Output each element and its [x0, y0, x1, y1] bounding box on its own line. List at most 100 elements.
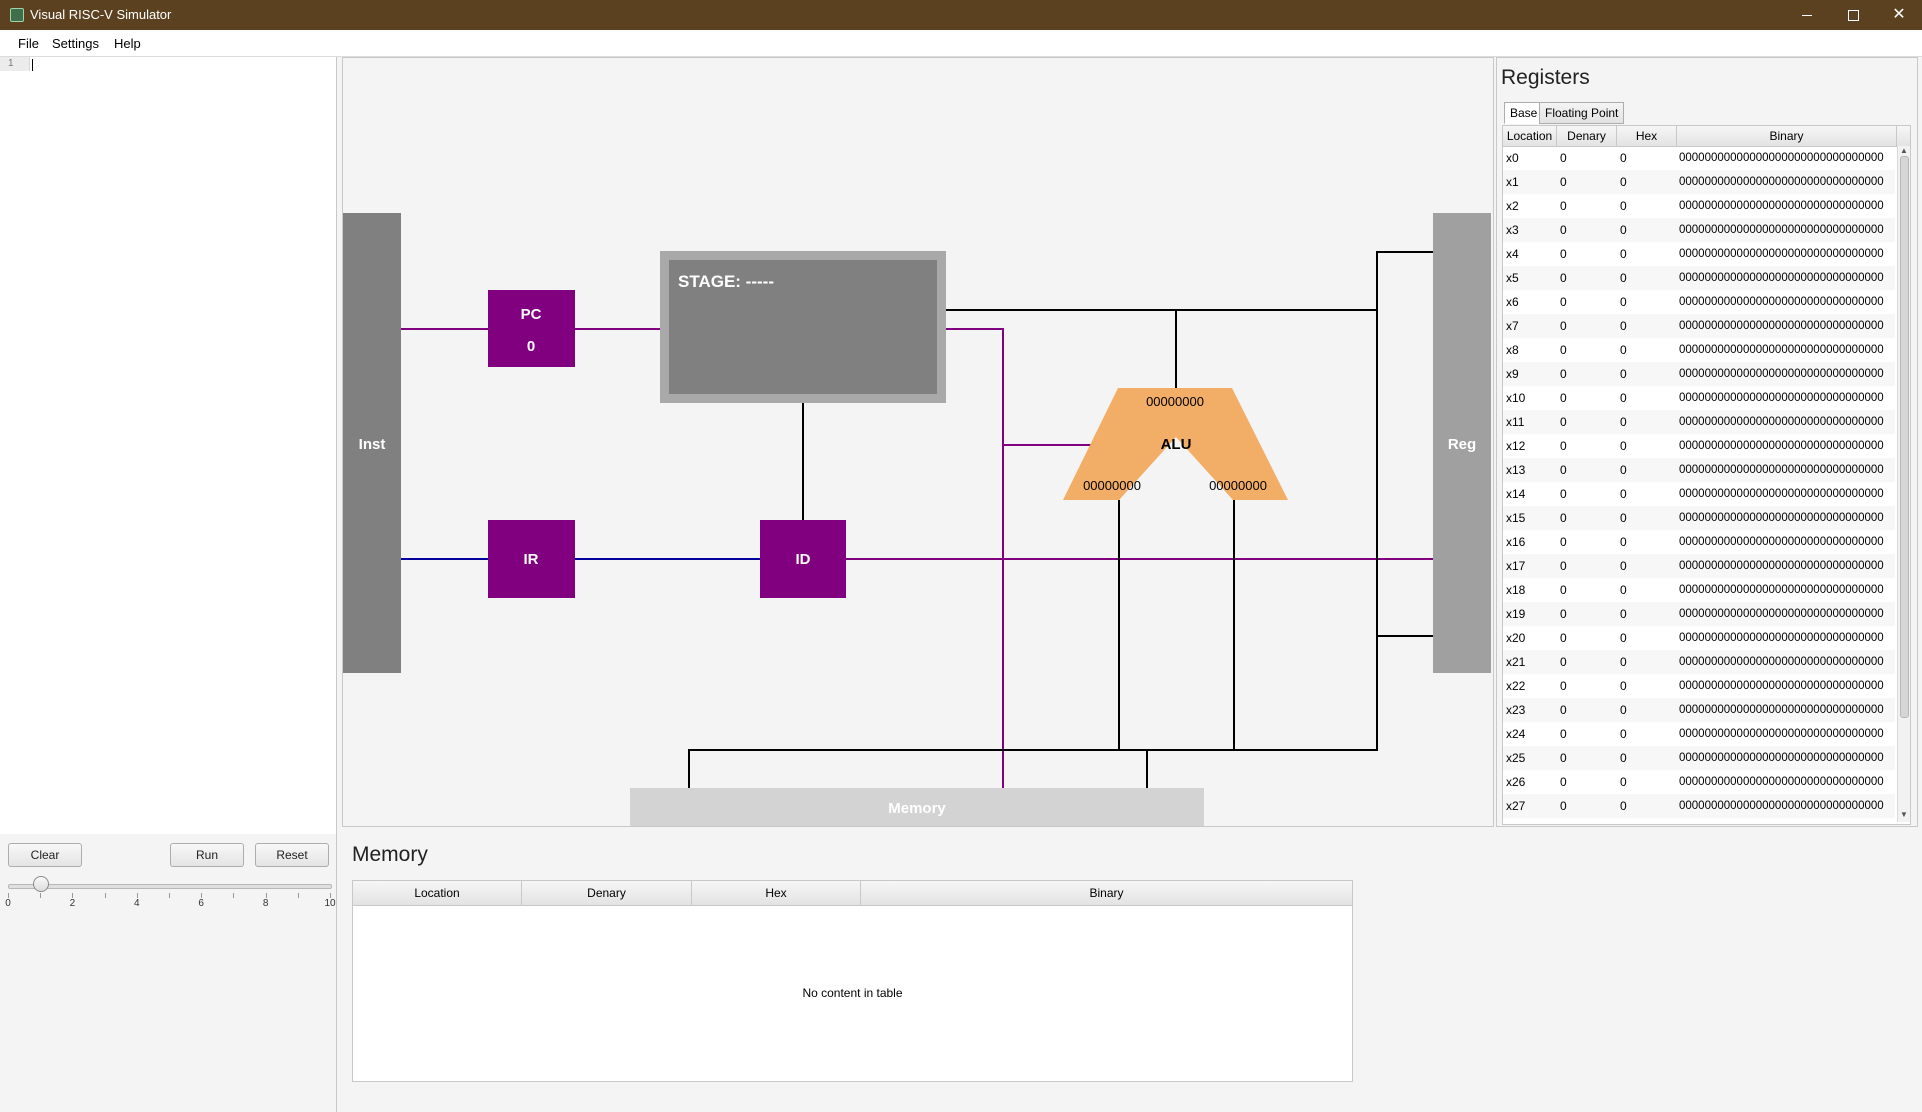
- registers-scrollbar[interactable]: ▲ ▼: [1897, 146, 1910, 822]
- register-location: x0: [1506, 151, 1519, 165]
- register-hex: 0: [1620, 775, 1627, 789]
- ir-block: [488, 520, 575, 598]
- register-binary: 00000000000000000000000000000000: [1679, 776, 1884, 788]
- register-hex: 0: [1620, 631, 1627, 645]
- maximize-button[interactable]: [1830, 0, 1876, 30]
- scroll-down-icon[interactable]: ▼: [1900, 810, 1908, 819]
- mem-col-hex[interactable]: Hex: [692, 881, 861, 905]
- register-hex: 0: [1620, 223, 1627, 237]
- reset-button[interactable]: Reset: [255, 843, 329, 867]
- close-button[interactable]: ✕: [1876, 0, 1922, 30]
- menu-file[interactable]: File: [18, 36, 39, 51]
- inst-block: [343, 213, 401, 673]
- stage-box: [669, 260, 937, 394]
- run-button[interactable]: Run: [170, 843, 244, 867]
- col-binary[interactable]: Binary: [1677, 126, 1897, 146]
- memory-block: [630, 788, 1204, 826]
- clear-button[interactable]: Clear: [8, 843, 82, 867]
- menu-help[interactable]: Help: [114, 36, 141, 51]
- text-caret: [32, 59, 33, 71]
- scroll-up-icon[interactable]: ▲: [1900, 146, 1908, 155]
- menu-settings[interactable]: Settings: [52, 36, 99, 51]
- register-denary: 0: [1560, 607, 1567, 621]
- col-denary[interactable]: Denary: [1557, 126, 1617, 146]
- stage-text: STAGE: -----: [678, 272, 774, 291]
- register-location: x18: [1506, 583, 1526, 597]
- register-denary: 0: [1560, 535, 1567, 549]
- register-denary: 0: [1560, 199, 1567, 213]
- title-bar: Visual RISC-V Simulator ✕: [0, 0, 1922, 30]
- register-hex: 0: [1620, 583, 1627, 597]
- tab-floating-point[interactable]: Floating Point: [1539, 102, 1625, 124]
- register-denary: 0: [1560, 439, 1567, 453]
- register-binary: 00000000000000000000000000000000: [1679, 344, 1884, 356]
- register-binary: 00000000000000000000000000000000: [1679, 656, 1884, 668]
- register-denary: 0: [1560, 367, 1567, 381]
- register-denary: 0: [1560, 679, 1567, 693]
- col-hex[interactable]: Hex: [1617, 126, 1677, 146]
- register-hex: 0: [1620, 559, 1627, 573]
- register-denary: 0: [1560, 391, 1567, 405]
- col-location[interactable]: Location: [1503, 126, 1557, 146]
- datapath-svg: Inst Reg PC 0 IR ID STAGE: ----- 0000000…: [343, 213, 1491, 826]
- speed-slider-track[interactable]: [8, 884, 332, 889]
- register-location: x15: [1506, 511, 1526, 525]
- slider-tick: [297, 893, 299, 898]
- register-binary: 00000000000000000000000000000000: [1679, 632, 1884, 644]
- minimize-button[interactable]: [1784, 0, 1830, 30]
- register-binary: 00000000000000000000000000000000: [1679, 296, 1884, 308]
- mem-col-location[interactable]: Location: [353, 881, 522, 905]
- register-location: x8: [1506, 343, 1519, 357]
- register-hex: 0: [1620, 343, 1627, 357]
- tab-base[interactable]: Base: [1504, 102, 1544, 124]
- register-denary: 0: [1560, 631, 1567, 645]
- register-location: x16: [1506, 535, 1526, 549]
- slider-tick: [104, 893, 106, 898]
- ir-label: IR: [524, 551, 539, 568]
- register-denary: 0: [1560, 463, 1567, 477]
- register-denary: 0: [1560, 415, 1567, 429]
- register-binary: 00000000000000000000000000000000: [1679, 440, 1884, 452]
- speed-slider-thumb[interactable]: [33, 876, 50, 892]
- mem-col-binary[interactable]: Binary: [1089, 886, 1124, 900]
- register-denary: 0: [1560, 727, 1567, 741]
- register-hex: 0: [1620, 391, 1627, 405]
- register-hex: 0: [1620, 535, 1627, 549]
- window-title: Visual RISC-V Simulator: [30, 7, 172, 22]
- code-editor[interactable]: 1: [0, 57, 337, 835]
- scroll-thumb[interactable]: [1900, 156, 1909, 718]
- mem-col-denary[interactable]: Denary: [522, 881, 692, 905]
- registers-title: Registers: [1501, 66, 1590, 89]
- slider-tick-label: 6: [198, 898, 204, 909]
- register-binary: 00000000000000000000000000000000: [1679, 248, 1884, 260]
- slider-tick: [72, 893, 74, 898]
